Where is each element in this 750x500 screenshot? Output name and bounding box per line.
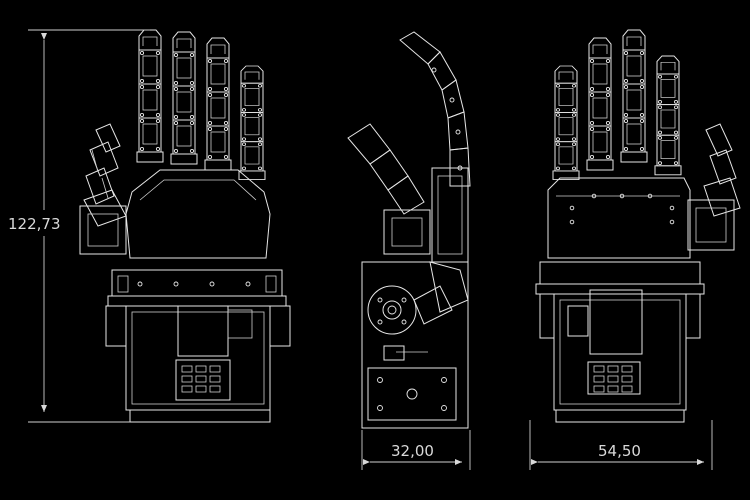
dimension-side-width: 32,00 — [361, 430, 471, 470]
front-servo-body — [105, 305, 291, 423]
back-palm-plate — [547, 177, 691, 259]
front-thumb — [79, 123, 127, 255]
back-view — [535, 30, 741, 423]
front-finger-ring — [171, 32, 197, 164]
back-servo-body — [553, 289, 687, 423]
dimension-side-width-label: 32,00 — [391, 442, 434, 460]
back-finger-ring — [621, 30, 647, 162]
side-view — [347, 31, 471, 429]
side-finger-curl — [399, 31, 471, 187]
dimension-back-width: 54,50 — [529, 420, 713, 470]
dimension-height: 122,73 — [6, 29, 150, 423]
front-finger-middle — [205, 38, 231, 170]
side-thumb — [347, 123, 431, 255]
side-wrist — [361, 261, 469, 429]
back-finger-middle — [587, 38, 613, 170]
front-wrist-plate — [107, 269, 287, 307]
dimension-height-label: 122,73 — [8, 215, 61, 233]
front-palm — [125, 169, 271, 259]
front-finger-pinky — [137, 30, 163, 162]
back-finger-index — [553, 66, 579, 180]
back-thumb — [687, 123, 741, 251]
front-view — [79, 30, 291, 423]
back-finger-pinky — [655, 56, 681, 175]
dimension-back-width-label: 54,50 — [598, 442, 641, 460]
front-finger-index — [239, 66, 265, 180]
